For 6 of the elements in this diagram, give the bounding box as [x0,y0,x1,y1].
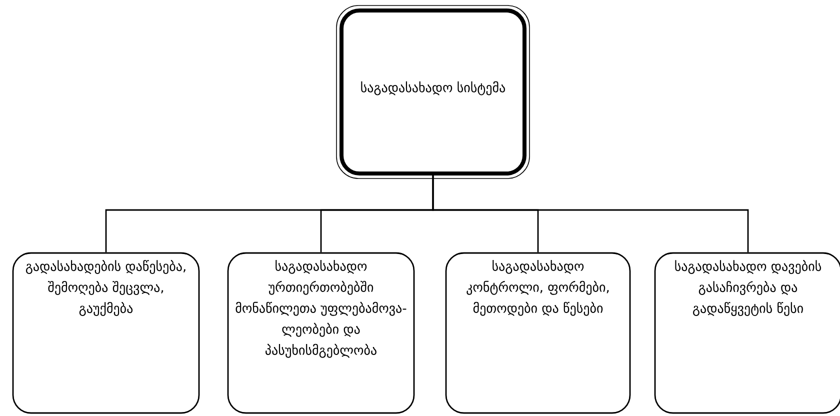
process-box: საგადასახადო დავების გასაჩივრება და გადაწყვეტის წესი [654,252,840,414]
process-box: საგადასახადო ურთიერთობებში მონაწილეთა უფლებამოვა- ლეობები და პასუხისმგებლობა [227,252,415,414]
connector-line [432,176,749,252]
process-box: საგადასახადო კონტროლი, ფორმები, მეთოდები და წესები [445,252,631,414]
process-box: გადასახადების დაწესება, შემოღება შეცვლა, გაუქმება [12,252,200,414]
root-box: საგადასახადო სისტემა [340,8,526,176]
